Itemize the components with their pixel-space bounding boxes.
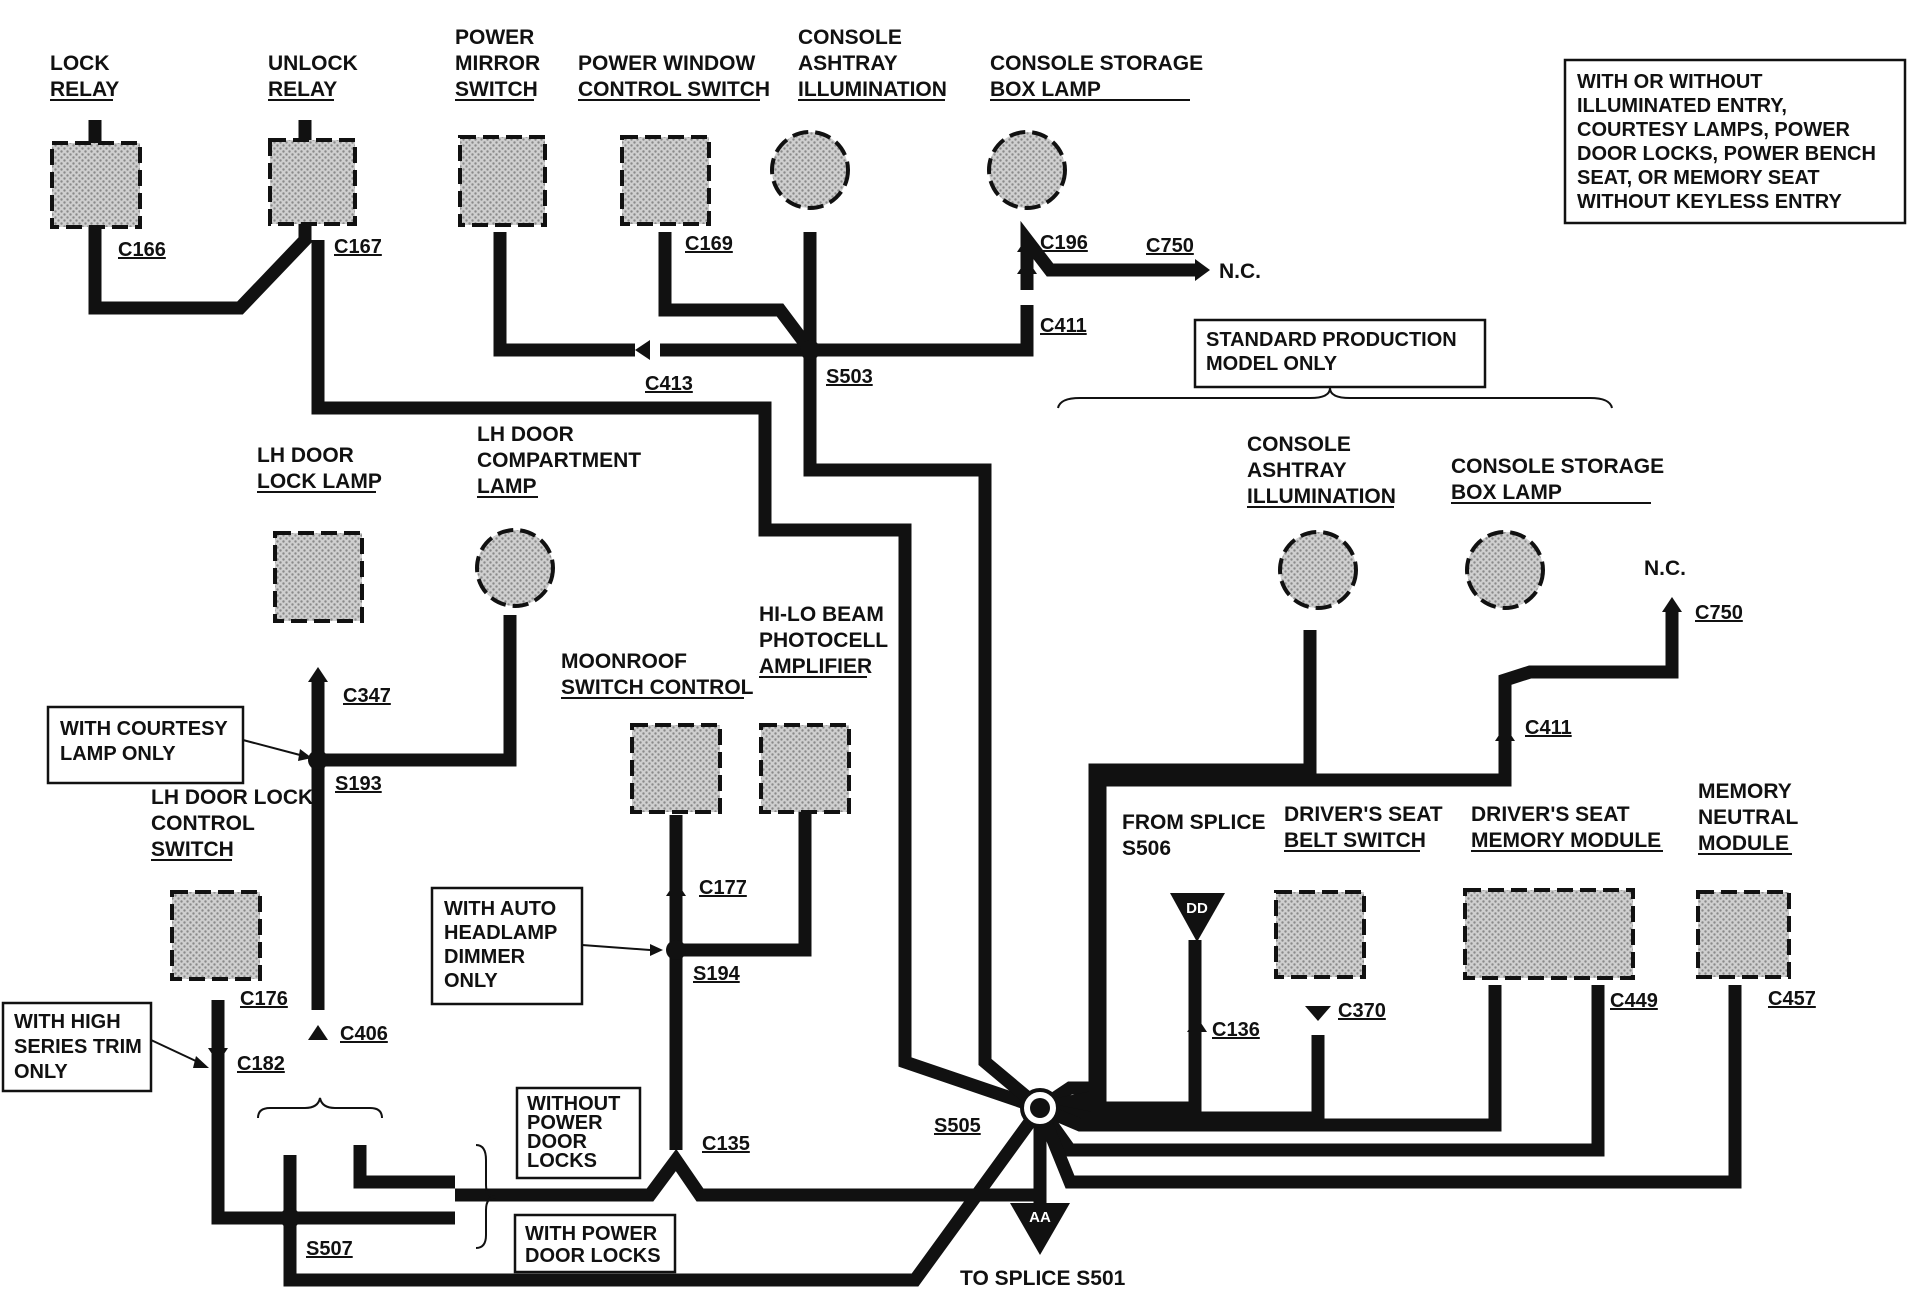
lh-door-compartment-lamp-symbol bbox=[475, 528, 555, 608]
console-ashtray-top-lamp bbox=[770, 130, 850, 210]
moonroof-switch-symbol bbox=[630, 723, 722, 814]
nc-right-label: N.C. bbox=[1644, 557, 1686, 580]
connector-c750-right: C750 bbox=[1695, 602, 1743, 624]
power-locks-brace bbox=[475, 1144, 497, 1249]
connector-c135: C135 bbox=[702, 1133, 750, 1155]
connector-c406: C406 bbox=[340, 1023, 388, 1045]
drivers-seat-memory-module-symbol bbox=[1463, 888, 1635, 980]
nc-top-label: N.C. bbox=[1219, 260, 1261, 283]
nc-top-arrowhead bbox=[1195, 259, 1210, 281]
c411-right-arrowhead bbox=[1495, 726, 1515, 741]
splice-s194: S194 bbox=[693, 963, 741, 985]
connector-c169: C169 bbox=[685, 233, 733, 255]
c177-arrowhead bbox=[666, 881, 686, 896]
console-storage-top-lamp bbox=[987, 130, 1067, 210]
connector-c176: C176 bbox=[240, 988, 288, 1010]
splice-s505: S505 bbox=[934, 1115, 981, 1137]
power-window-switch-symbol bbox=[620, 135, 711, 226]
power-mirror-switch-symbol bbox=[458, 135, 547, 227]
console-ashtray-std-lamp bbox=[1278, 530, 1358, 610]
splice-dd-triangle bbox=[1170, 893, 1225, 942]
splices bbox=[208, 237, 1682, 1255]
connector-c449: C449 bbox=[1610, 990, 1658, 1012]
splice-s507: S507 bbox=[306, 1238, 353, 1260]
lh-door-lock-control-symbol bbox=[170, 890, 262, 981]
splice-aa-label: AA bbox=[1029, 1209, 1051, 1226]
splice-s194-dot bbox=[666, 940, 686, 960]
connector-c411-right: C411 bbox=[1525, 717, 1572, 739]
c750-right-arrowhead bbox=[1662, 597, 1682, 612]
hilo-beam-symbol bbox=[759, 723, 851, 814]
c413-arrowhead bbox=[635, 340, 650, 360]
connector-c182: C182 bbox=[237, 1053, 285, 1075]
c370-arrowhead bbox=[1305, 1006, 1331, 1021]
connector-c347: C347 bbox=[343, 685, 391, 707]
console-storage-std-lamp bbox=[1465, 530, 1545, 610]
connector-c457: C457 bbox=[1768, 988, 1816, 1010]
splice-dd-label: DD bbox=[1186, 900, 1208, 917]
component-symbols bbox=[50, 130, 1791, 981]
connector-c196: C196 bbox=[1040, 232, 1088, 254]
c411-top-arrowhead bbox=[1017, 259, 1037, 274]
connector-c136: C136 bbox=[1212, 1019, 1260, 1041]
splice-s503-dot bbox=[800, 340, 820, 360]
connector-c750-top: C750 bbox=[1146, 235, 1194, 257]
splice-s503: S503 bbox=[826, 366, 873, 388]
drivers-seat-belt-switch-symbol bbox=[1274, 890, 1366, 979]
c136-arrowhead bbox=[1187, 1017, 1207, 1032]
unlock-relay-symbol bbox=[268, 138, 357, 226]
c347-arrowhead bbox=[308, 667, 328, 682]
splice-s505-dot bbox=[1030, 1098, 1050, 1118]
standard-production-brace bbox=[1057, 387, 1613, 409]
connector-labels: C166 C167 C169 C196 C750 C411 C413 S503 … bbox=[118, 232, 1816, 1290]
connector-c166: C166 bbox=[118, 239, 166, 261]
c406-arrowhead bbox=[308, 1025, 328, 1040]
splice-aa-triangle bbox=[1010, 1203, 1070, 1255]
wires bbox=[88, 120, 1742, 1287]
s507-brace bbox=[257, 1097, 383, 1119]
lock-relay-symbol bbox=[50, 141, 142, 229]
splice-s507-dot bbox=[280, 1208, 300, 1228]
memory-neutral-module-symbol bbox=[1696, 890, 1791, 979]
connector-c167: C167 bbox=[334, 236, 382, 258]
to-splice-label: TO SPLICE S501 bbox=[960, 1267, 1126, 1290]
connector-c177: C177 bbox=[699, 877, 747, 899]
splice-s193-dot bbox=[308, 750, 328, 770]
connector-c413: C413 bbox=[645, 373, 693, 395]
connector-c411-top: C411 bbox=[1040, 315, 1087, 337]
lh-door-lock-lamp-symbol bbox=[273, 531, 364, 623]
c176-arrowhead bbox=[208, 1048, 228, 1063]
connector-c370: C370 bbox=[1338, 1000, 1386, 1022]
c196-arrowhead bbox=[1017, 237, 1037, 252]
splice-s193: S193 bbox=[335, 773, 382, 795]
